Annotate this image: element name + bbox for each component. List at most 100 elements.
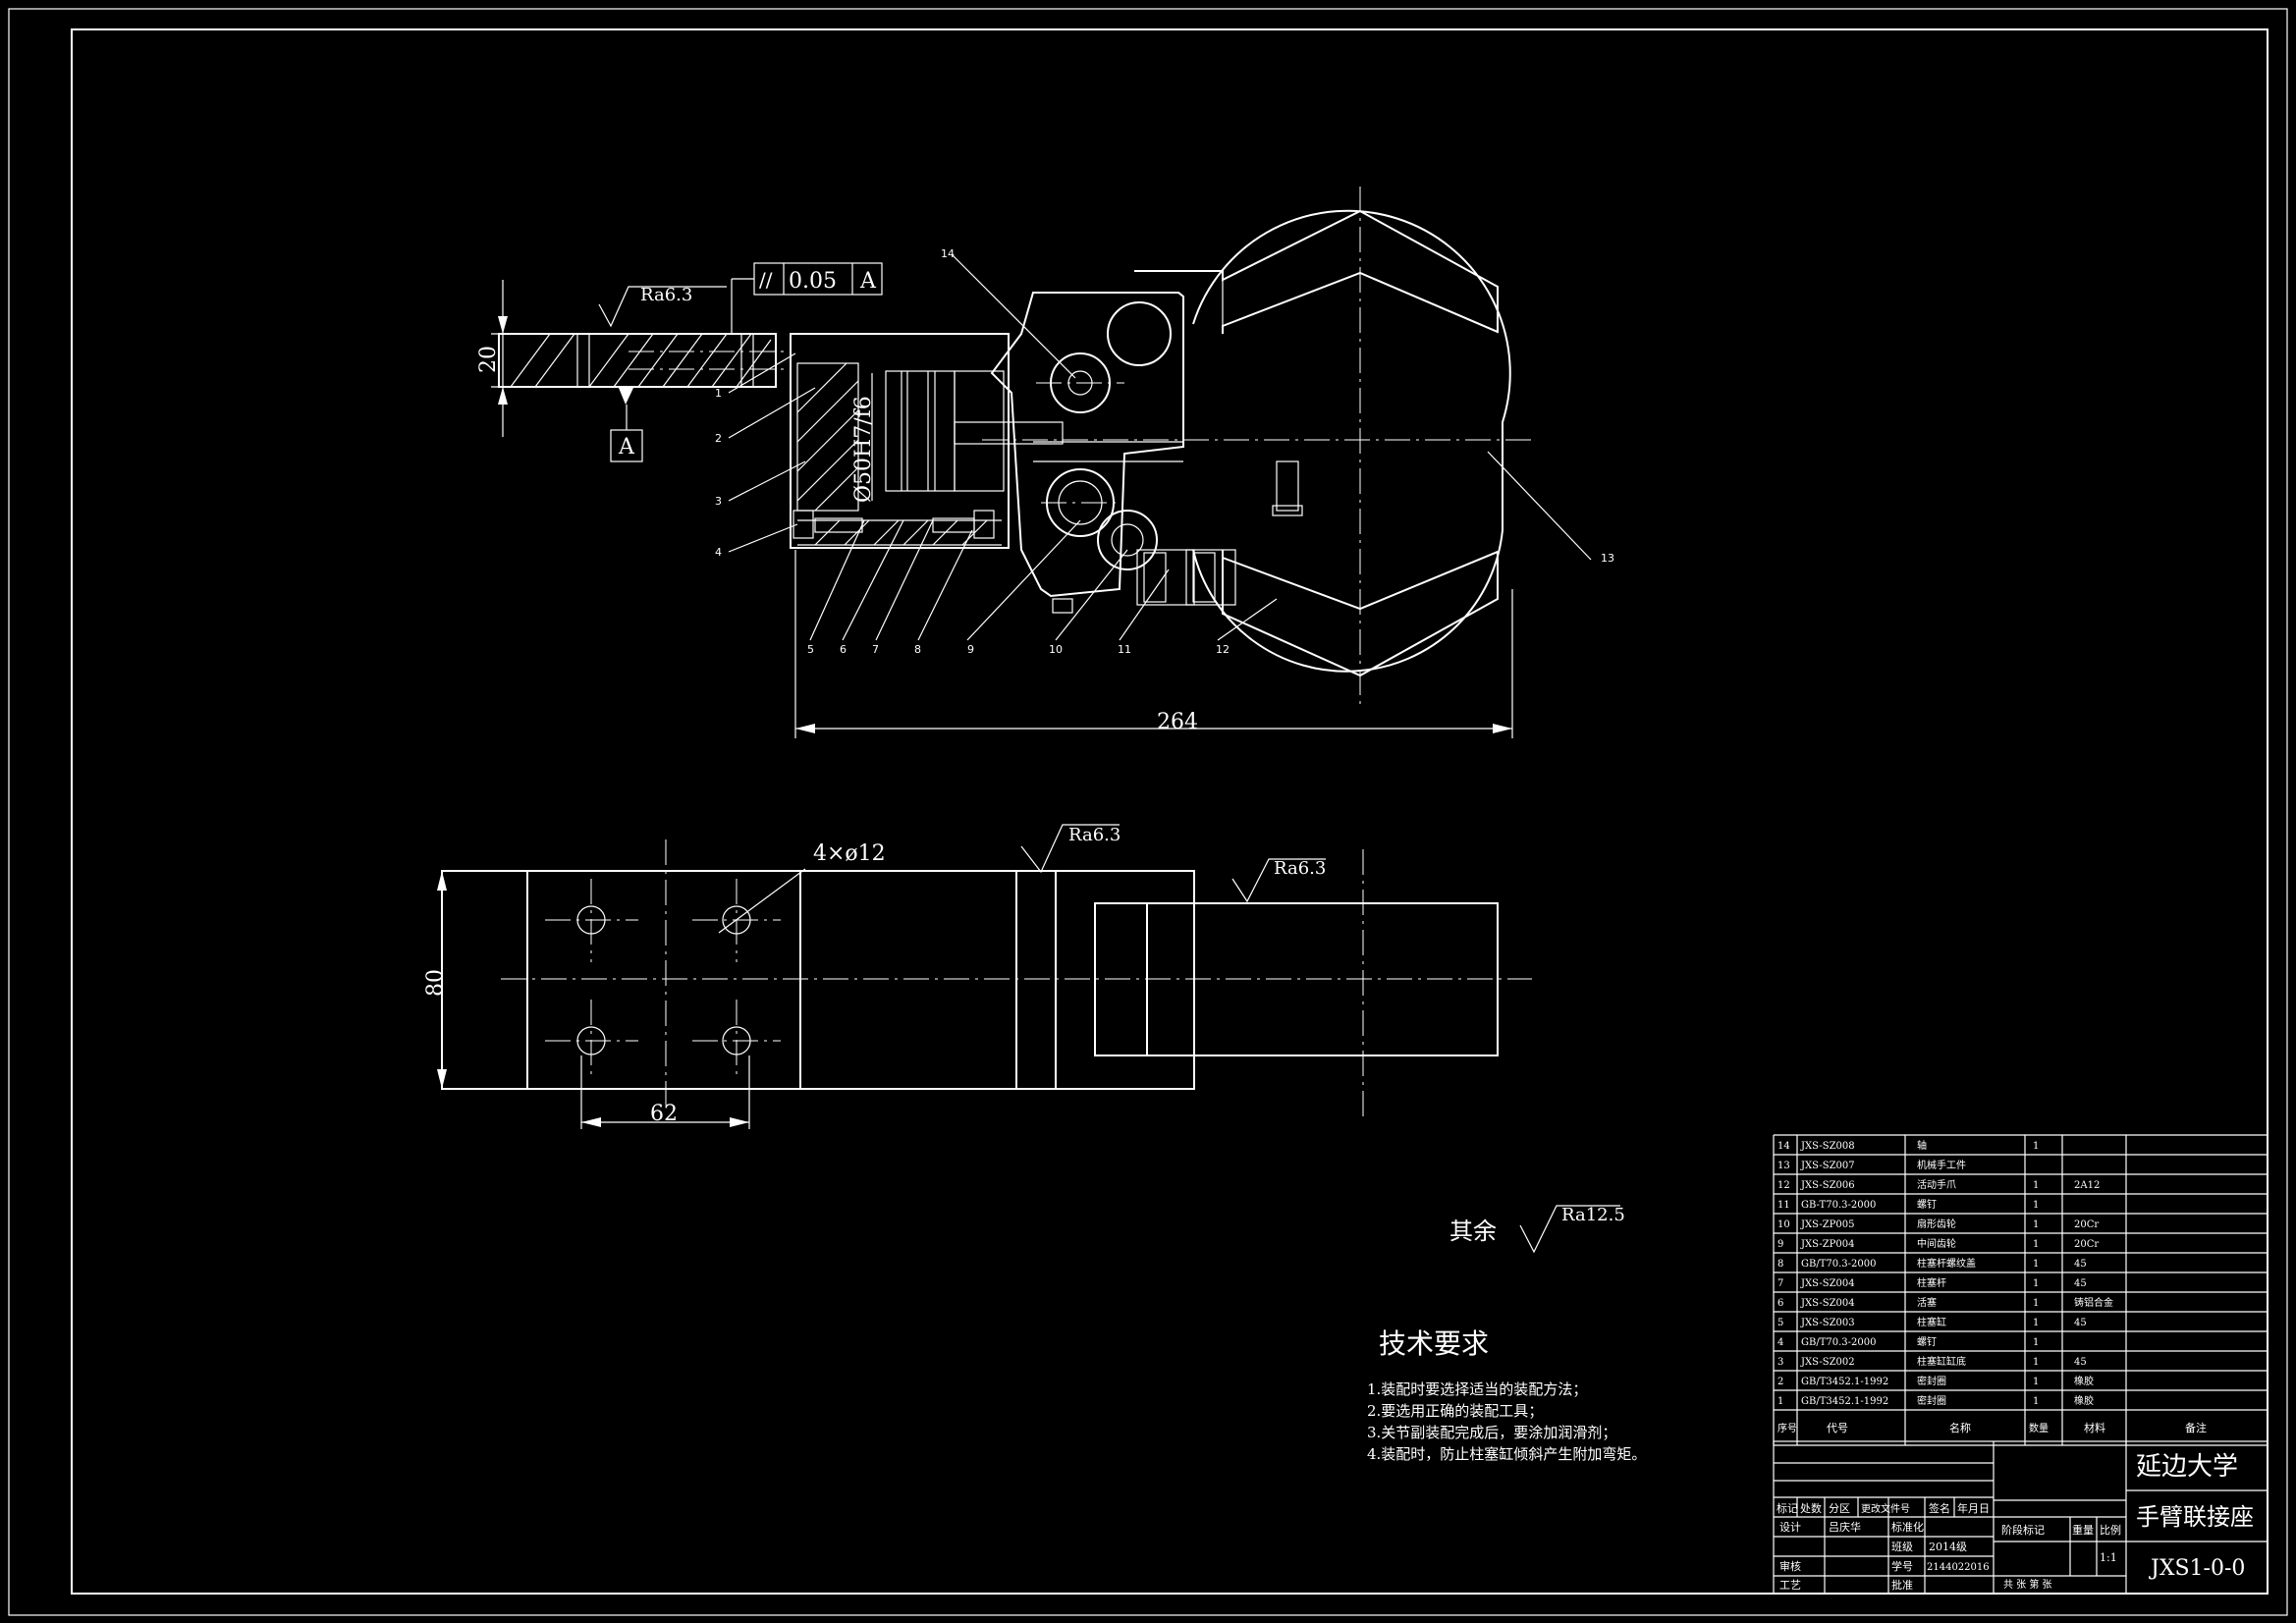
bom-cell-no: 6 [1777,1298,1783,1309]
bom-cell-no: 2 [1777,1377,1783,1387]
bom-cell-material: 20Cr [2074,1239,2099,1250]
svg-text:阶段标记: 阶段标记 [2001,1523,2045,1537]
bom-cell-qty: 1 [2033,1357,2039,1368]
rough-top-1: Ra6.3 [1068,825,1121,845]
bom-cell-name: 机械手工件 [1917,1159,1966,1171]
screw-left [793,510,814,539]
svg-text:共 张 第 张: 共 张 第 张 [2003,1578,2052,1591]
bom-cell-material: 橡胶 [2074,1375,2094,1387]
bom-cell-material: 铸铝合金 [2074,1296,2113,1309]
bom-cell-code: GB/T3452.1-1992 [1801,1377,1888,1387]
gear-housing [990,292,1184,598]
bom-cell-qty: 1 [2033,1180,2039,1191]
bom-cell-name: 中间齿轮 [1917,1237,1956,1250]
bom-cell-code: JXS-ZP004 [1800,1239,1855,1250]
bom-cell-code: JXS-SZ008 [1800,1141,1855,1152]
tb-drawing-name: 手臂联接座 [2136,1503,2254,1531]
svg-text:工艺: 工艺 [1779,1579,1801,1592]
balloon-1: 1 [715,387,722,400]
base-plate [441,870,1195,1090]
cylinder-body [790,333,1010,549]
bom-cell-qty: 1 [2033,1337,2039,1348]
dim-fit: Ø50H7/f6 [851,396,876,503]
balloon-7: 7 [872,643,879,656]
svg-text:1:1: 1:1 [2100,1551,2117,1564]
tb-drawing-number: JXS1-0-0 [2149,1556,2245,1581]
bom-cell-no: 3 [1777,1357,1783,1368]
bom-header-code: 代号 [1827,1422,1848,1434]
upper-jaw [1134,209,1499,334]
datum-a: A [618,435,635,460]
bom-cell-no: 7 [1777,1278,1783,1289]
rough-top-2: Ra6.3 [1274,858,1326,879]
svg-text:更改文件号: 更改文件号 [1861,1502,1910,1515]
bom-cell-material: 20Cr [2074,1219,2099,1230]
bom-cell-name: 活动手爪 [1917,1178,1956,1191]
bom-cell-name: 密封圈 [1917,1394,1946,1407]
svg-text:3.关节副装配完成后，要涂加润滑剂；: 3.关节副装配完成后，要涂加润滑剂； [1367,1424,1616,1441]
bom-cell-qty: 1 [2033,1298,2039,1309]
svg-text:Ra12.5: Ra12.5 [1561,1205,1625,1225]
bom-header-name: 名称 [1949,1421,1971,1434]
bom-cell-code: JXS-ZP005 [1800,1219,1855,1230]
bom-cell-name: 螺钉 [1917,1199,1937,1211]
bom-header-material: 材料 [2084,1421,2105,1434]
bom-cell-code: GB/T3452.1-1992 [1801,1396,1888,1407]
bom-cell-code: JXS-SZ003 [1800,1318,1855,1328]
svg-text:年月日: 年月日 [1957,1501,1990,1515]
lower-jaw [1222,550,1499,677]
bom-cell-material: 45 [2074,1357,2087,1368]
bom-cell-qty: 1 [2033,1259,2039,1270]
bom-cell-material: 2A12 [2074,1180,2100,1191]
tolerance-symbol: // [759,268,773,292]
svg-text:班级: 班级 [1891,1541,1913,1553]
bom-cell-name: 扇形齿轮 [1917,1217,1956,1230]
svg-text:吕庆华: 吕庆华 [1829,1520,1861,1534]
balloon-13: 13 [1601,552,1614,565]
svg-text:4.装配时，防止柱塞缸倾斜产生附加弯矩。: 4.装配时，防止柱塞缸倾斜产生附加弯矩。 [1367,1445,1646,1463]
bom-header-note: 备注 [2185,1421,2207,1434]
bom-cell-name: 柱塞杆 [1917,1276,1946,1289]
sector-gear [1097,510,1158,570]
tolerance-value: 0.05 [789,269,837,294]
bom-cell-material: 45 [2074,1278,2087,1289]
bom-cell-qty: 1 [2033,1396,2039,1407]
bom-cell-code: GB/T70.3-2000 [1801,1337,1876,1348]
flange-section [498,333,777,388]
bom-cell-name: 活塞 [1917,1296,1937,1309]
bom-cell-qty: 1 [2033,1318,2039,1328]
bom-cell-no: 12 [1777,1180,1790,1191]
inner-border [71,28,2269,1595]
screw-right [973,510,995,539]
bom-cell-qty: 1 [2033,1278,2039,1289]
bom-cell-material: 45 [2074,1259,2087,1270]
bom-cell-code: GB-T70.3-2000 [1801,1200,1876,1211]
jaw-block [1094,902,1499,1056]
balloon-10: 10 [1049,643,1063,656]
dim-20: 20 [476,346,501,373]
bom-cell-name: 密封圈 [1917,1375,1946,1387]
outer-border [8,8,2288,1616]
bom-cell-qty: 1 [2033,1200,2039,1211]
tech-requirements: 技术要求 1.装配时要选择适当的装配方法； 2.要选用正确的装配工具； 3.关节… [1367,1327,1646,1463]
bom-cell-no: 13 [1777,1161,1790,1171]
bom-cell-name: 柱塞缸缸底 [1917,1355,1966,1368]
bom-header-qty: 数量 [2029,1422,2049,1434]
svg-text:标准化: 标准化 [1891,1520,1924,1534]
svg-text:1.装配时要选择适当的装配方法；: 1.装配时要选择适当的装配方法； [1367,1380,1587,1398]
svg-text:2014级: 2014级 [1929,1541,1967,1553]
balloon-9: 9 [967,643,974,656]
balloon-3: 3 [715,495,722,508]
dim-62: 62 [650,1102,678,1126]
title-block: 延边大学 手臂联接座 JXS1-0-0 标记 处数 分区 更改文件号 签名 年月… [1773,1440,2269,1595]
bom-cell-qty: 1 [2033,1219,2039,1230]
svg-text:处数: 处数 [1800,1502,1822,1515]
bom-cell-code: JXS-SZ007 [1800,1161,1855,1171]
balloon-6: 6 [840,643,847,656]
piston [885,370,956,492]
svg-text:分区: 分区 [1829,1502,1850,1515]
balloon-14: 14 [941,247,955,260]
bom-cell-no: 8 [1777,1259,1783,1270]
svg-text:重量: 重量 [2072,1523,2094,1537]
